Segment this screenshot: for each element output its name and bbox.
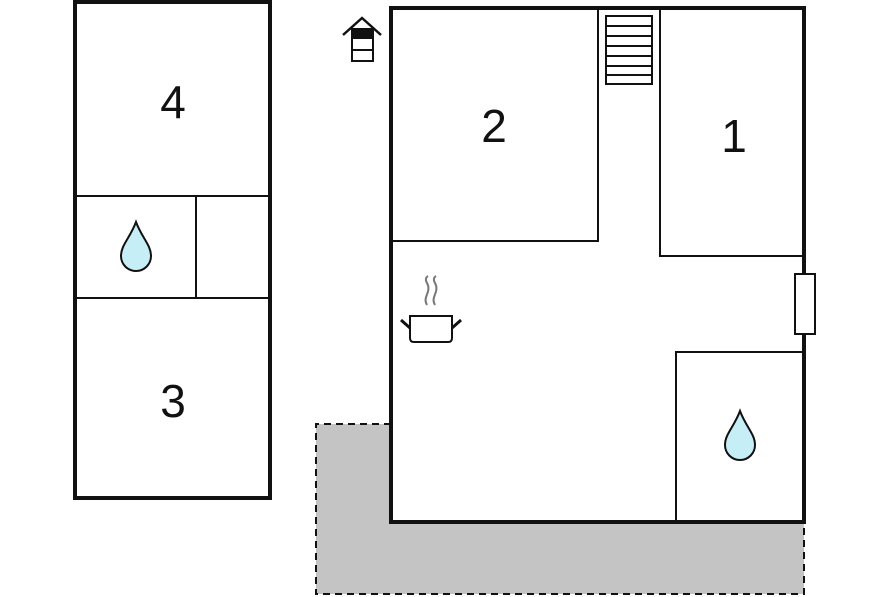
- room-2-wall: [391, 8, 599, 242]
- room-number-2: 2: [481, 100, 507, 152]
- room-1-wall: [659, 8, 804, 257]
- room-number-3: 3: [160, 375, 186, 427]
- bathroom-water-drop-icon-2: [723, 408, 757, 461]
- room-number-1: 1: [721, 110, 747, 162]
- bathroom-water-drop-icon: [119, 219, 153, 272]
- kitchen-pot-icon: [400, 275, 462, 343]
- entrance-icon: [342, 16, 382, 62]
- stairs-icon: [605, 15, 653, 85]
- annex-outer-wall: [73, 0, 272, 500]
- room-number-4: 4: [160, 76, 186, 128]
- bathroom-wall: [675, 351, 804, 522]
- terrace: [315, 423, 805, 595]
- window-icon: [794, 273, 816, 335]
- annex-building: [73, 0, 272, 500]
